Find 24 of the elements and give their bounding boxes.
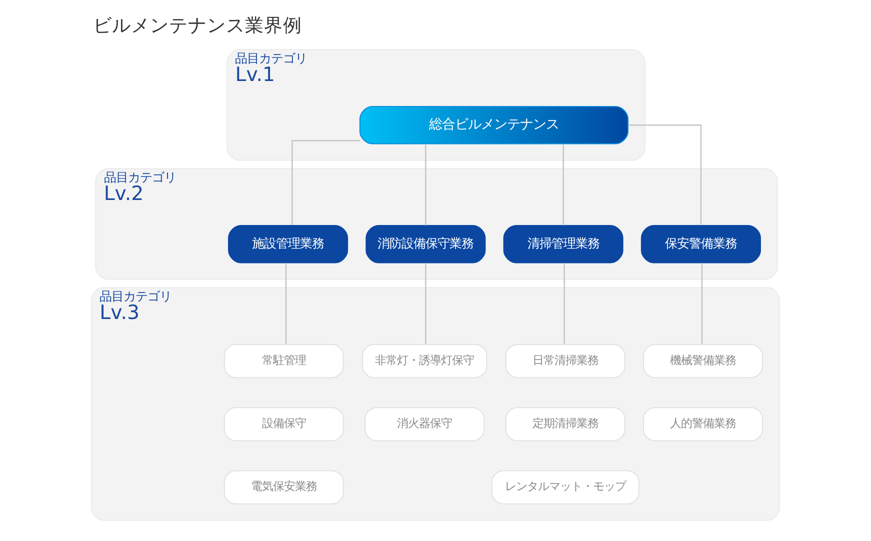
- connector: [562, 144, 564, 226]
- connector: [285, 262, 287, 344]
- node-box: 常駐管理: [224, 344, 344, 378]
- node-box: 人的警備業務: [642, 407, 764, 442]
- node-box: 電気保安業務: [224, 470, 344, 504]
- node-box: レンタルマット・モップ: [491, 470, 640, 504]
- node-box: 清掃管理業務: [503, 224, 624, 264]
- node-box: 保安警備業務: [640, 224, 761, 264]
- node-box: 設備保守: [224, 407, 344, 442]
- connector: [628, 124, 702, 226]
- connector: [701, 262, 703, 344]
- node-box: 消防設備保守業務: [366, 224, 486, 264]
- node-box: 日常清掃業務: [505, 344, 626, 378]
- node-box: 機械警備業務: [642, 344, 764, 378]
- node-box: 施設管理業務: [228, 224, 348, 264]
- node-box: 定期清掃業務: [505, 407, 626, 442]
- connector: [564, 262, 565, 344]
- connector: [425, 144, 426, 226]
- diagram-title: ビルメンテナンス業界例: [92, 15, 302, 36]
- connector: [425, 262, 426, 344]
- node-box: 消火器保守: [364, 407, 485, 442]
- node-box: 非常灯・誘導灯保守: [362, 344, 488, 378]
- connector: [292, 140, 360, 226]
- node-box: 総合ビルメンテナンス: [359, 106, 628, 144]
